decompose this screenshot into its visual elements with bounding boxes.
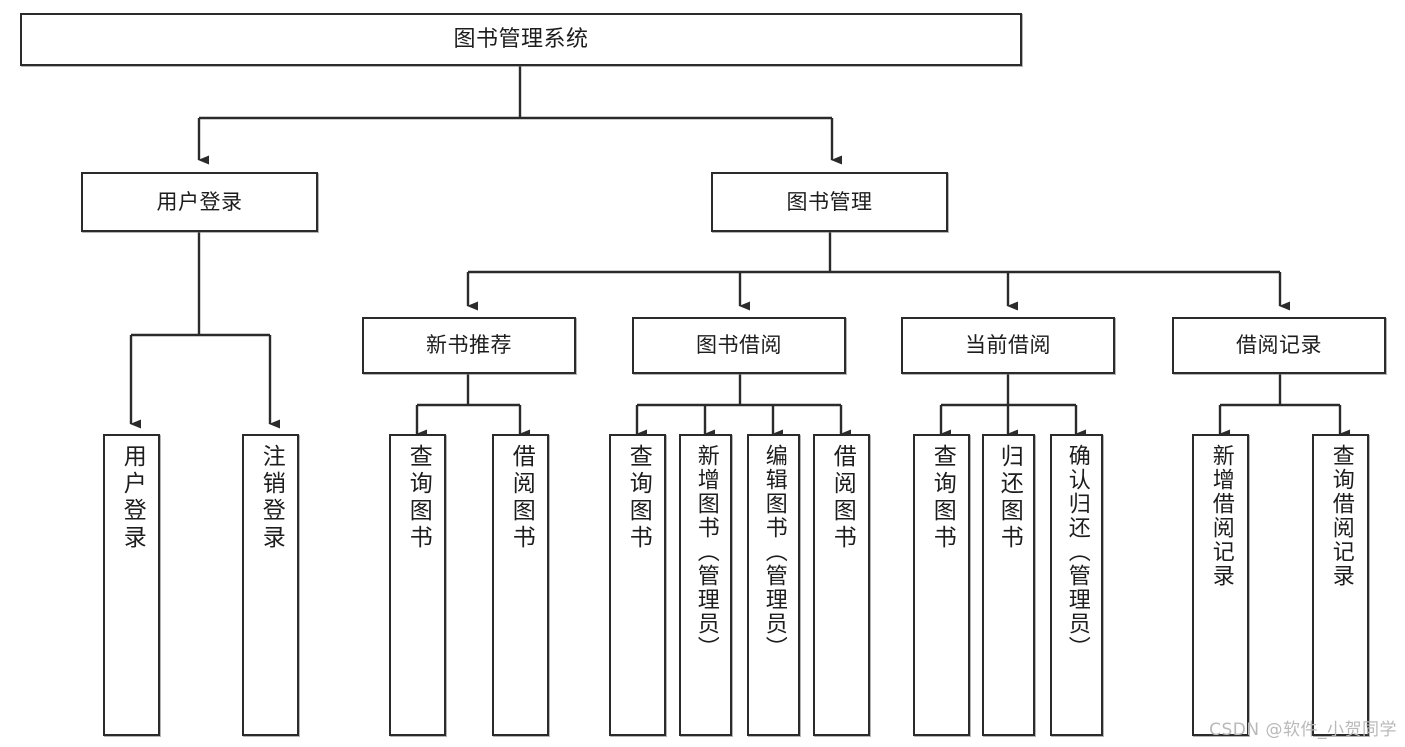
node-new-book-recommend[interactable]: 新书推荐	[362, 317, 576, 374]
node-label: 新增图书（管理员）	[693, 444, 719, 660]
node-label: 确认归还（管理员）	[1064, 444, 1090, 660]
leaf-book-borrow-add-book-admin[interactable]: 新增图书（管理员）	[679, 434, 732, 736]
leaf-current-borrow-return-book[interactable]: 归还图书	[982, 434, 1035, 736]
leaf-borrow-record-query-record[interactable]: 查询借阅记录	[1312, 434, 1369, 736]
node-borrow-record[interactable]: 借阅记录	[1172, 317, 1386, 374]
leaf-book-borrow-query-book[interactable]: 查询图书	[609, 434, 666, 736]
node-label: 新增借阅记录	[1208, 444, 1234, 588]
leaf-book-borrow-borrow-book[interactable]: 借阅图书	[813, 434, 870, 736]
node-label: 注销登录	[258, 444, 285, 552]
leaf-current-borrow-query-book[interactable]: 查询图书	[913, 434, 970, 736]
node-user-login[interactable]: 用户登录	[81, 172, 318, 232]
node-label: 查询图书	[929, 444, 956, 552]
node-label: 借阅图书	[508, 444, 535, 552]
node-book-borrow[interactable]: 图书借阅	[632, 317, 846, 374]
node-label: 归还图书	[996, 444, 1023, 552]
leaf-current-borrow-confirm-return-admin[interactable]: 确认归还（管理员）	[1050, 434, 1103, 736]
node-label: 查询图书	[625, 444, 652, 552]
node-label: 用户登录	[156, 189, 243, 214]
node-current-borrow[interactable]: 当前借阅	[901, 317, 1115, 374]
node-label: 用户登录	[119, 444, 146, 552]
node-label: 借阅图书	[829, 444, 856, 552]
leaf-borrow-record-add-record[interactable]: 新增借阅记录	[1192, 434, 1249, 736]
leaf-book-borrow-edit-book-admin[interactable]: 编辑图书（管理员）	[747, 434, 800, 736]
node-label: 图书借阅	[696, 333, 782, 358]
node-label: 新书推荐	[426, 333, 512, 358]
node-label: 编辑图书（管理员）	[761, 444, 787, 660]
node-label: 图书管理	[786, 189, 873, 214]
leaf-new-book-query-book[interactable]: 查询图书	[389, 434, 446, 736]
node-label: 图书管理系统	[453, 26, 589, 52]
node-root-book-management-system[interactable]: 图书管理系统	[20, 13, 1022, 66]
watermark: CSDN @软件_小贺同学	[1209, 720, 1397, 740]
node-book-management[interactable]: 图书管理	[711, 172, 948, 232]
leaf-user-login-login[interactable]: 用户登录	[103, 434, 160, 736]
leaf-user-login-logout[interactable]: 注销登录	[242, 434, 299, 736]
node-label: 借阅记录	[1236, 333, 1322, 358]
leaf-new-book-borrow-book[interactable]: 借阅图书	[492, 434, 549, 736]
node-label: 查询借阅记录	[1328, 444, 1354, 588]
node-label: 查询图书	[405, 444, 432, 552]
node-label: 当前借阅	[965, 333, 1051, 358]
